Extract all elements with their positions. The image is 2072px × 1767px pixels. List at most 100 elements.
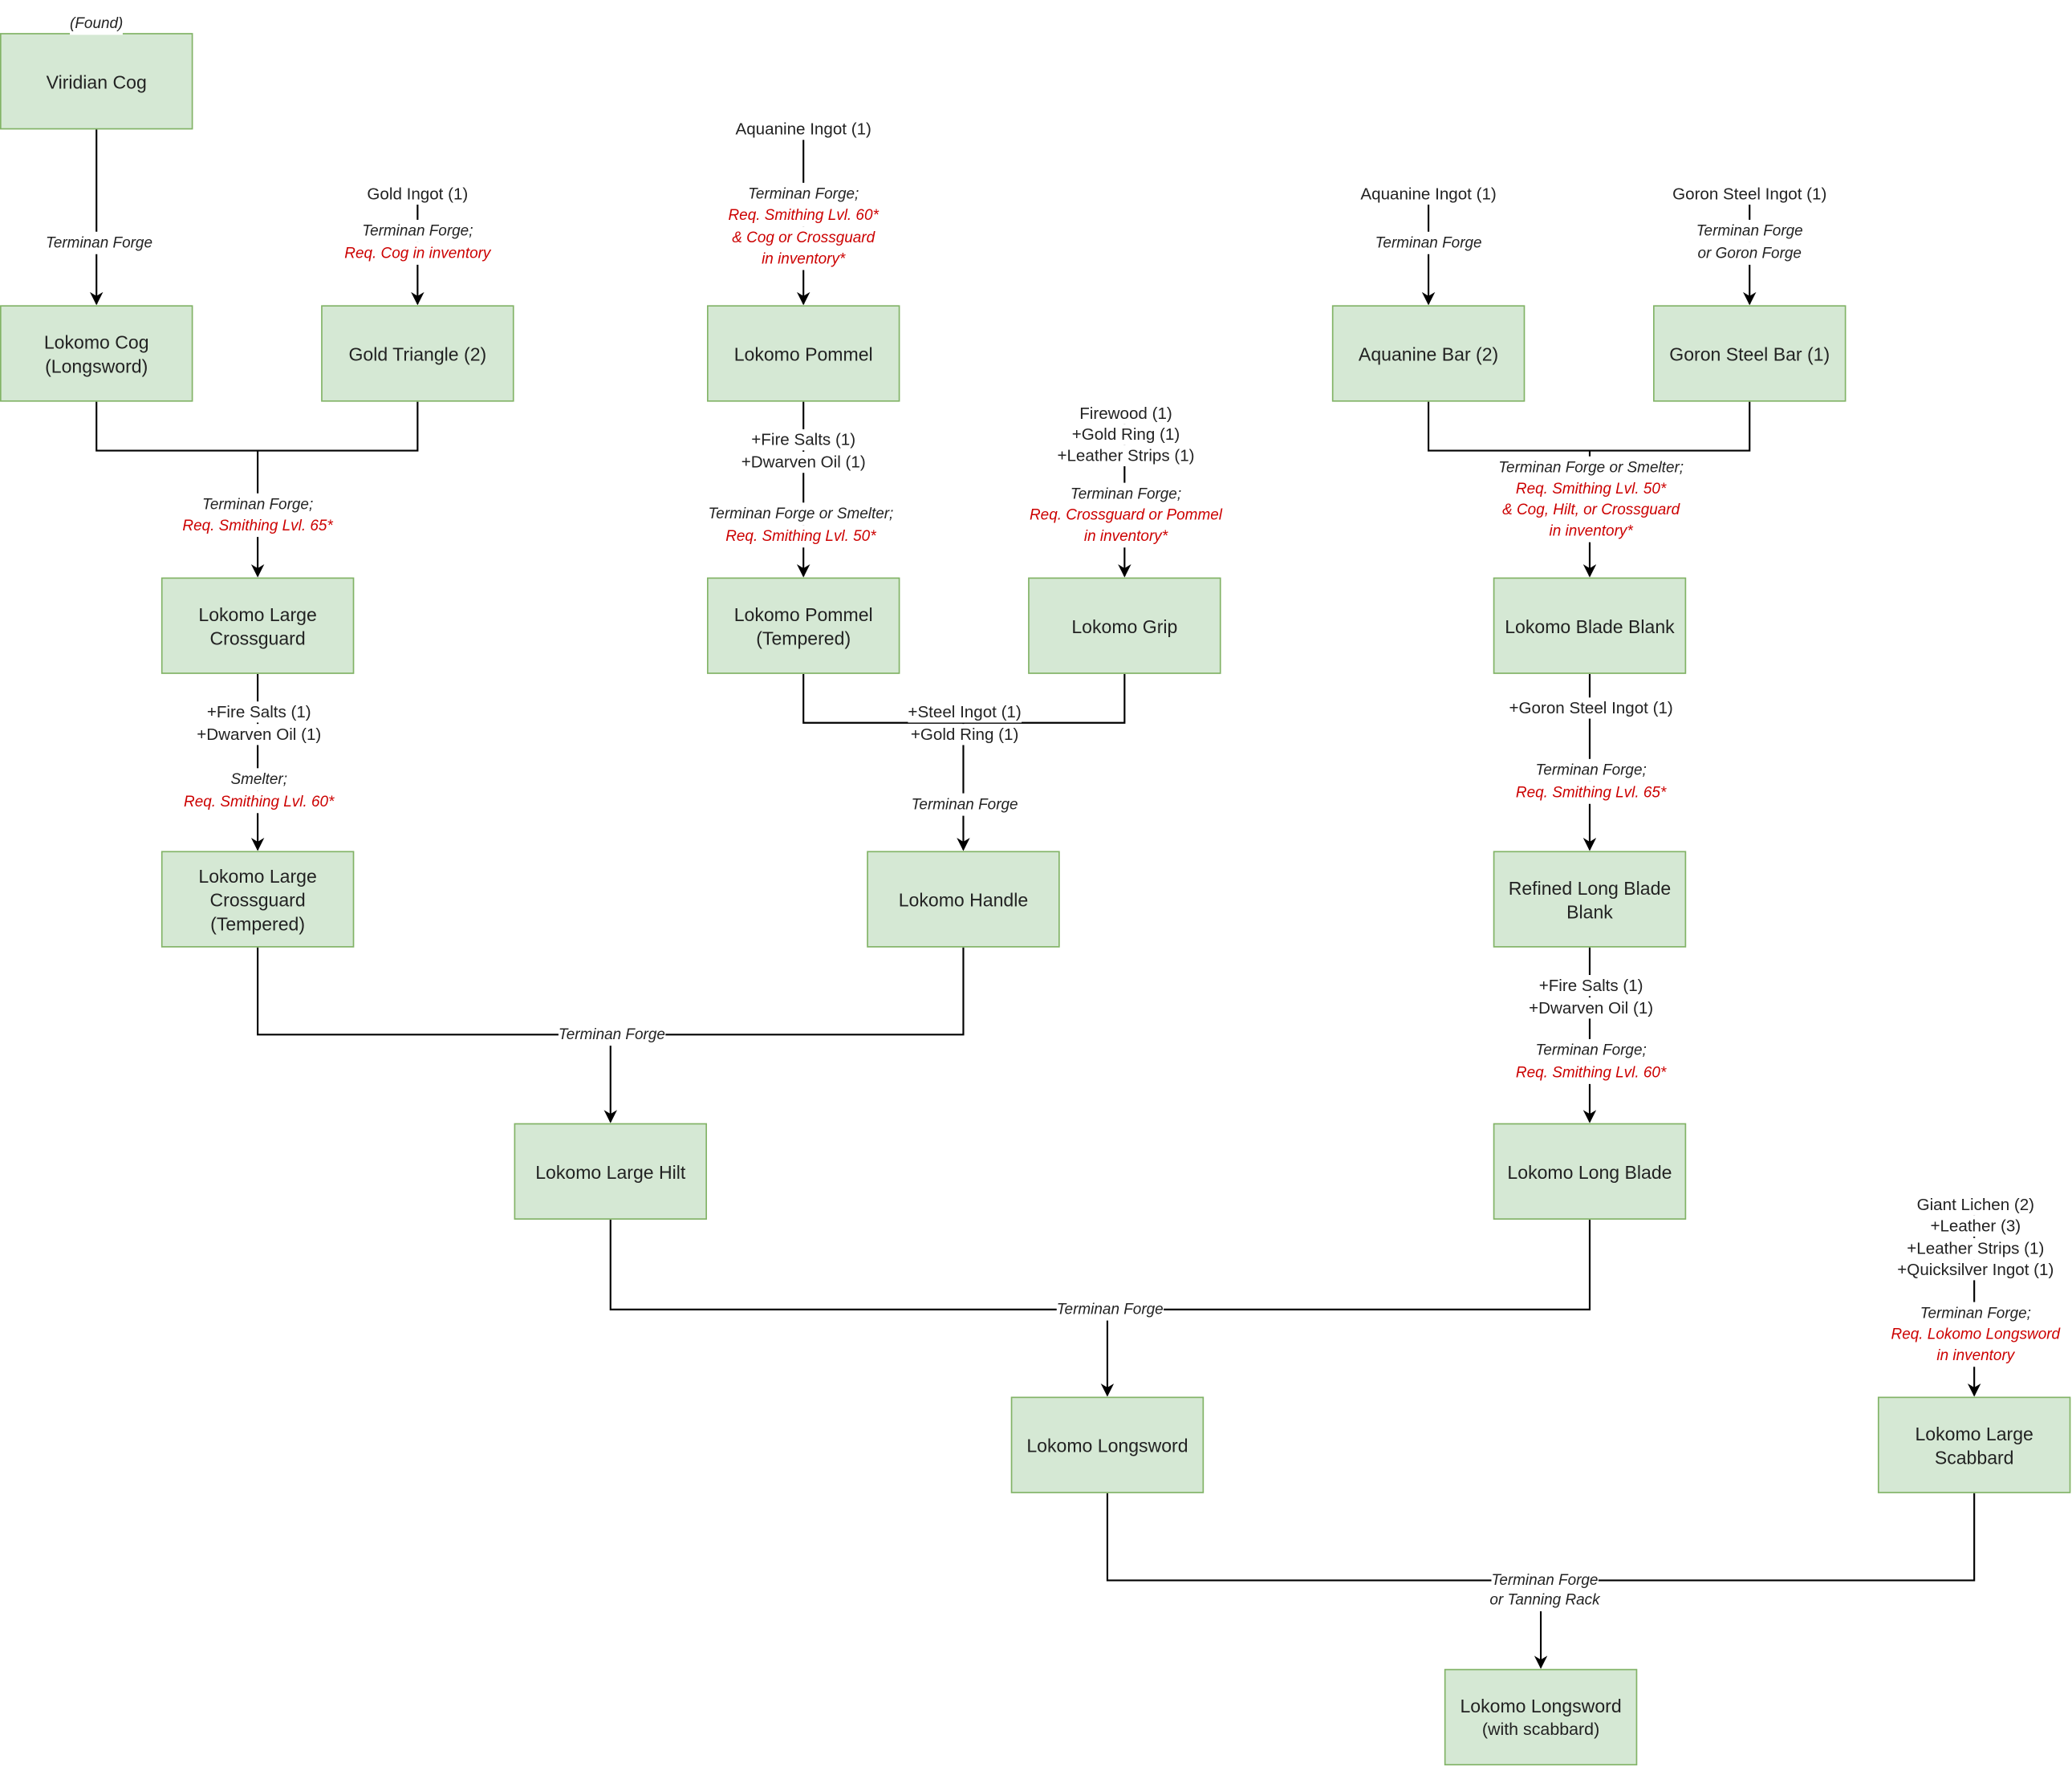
node-pommel[interactable]: Lokomo Pommel <box>706 305 900 402</box>
requirement-text: in inventory* <box>1549 519 1633 543</box>
ingredient-text: +Dwarven Oil (1) <box>197 724 322 745</box>
node-label-line: Viridian Cog <box>46 71 147 92</box>
node-label-line: Crossguard <box>209 627 306 648</box>
edge-label-found: (Found) <box>70 16 124 33</box>
ingredient-text: Gold Ingot (1) <box>367 183 469 205</box>
ingredient-text: +Quicksilver Ingot (1) <box>1897 1259 2054 1281</box>
edge-label-crossguard-recipe: Terminan Forge; <box>201 497 314 514</box>
node-longsword[interactable]: Lokomo Longsword <box>1010 1396 1205 1493</box>
ingredient-text: +Dwarven Oil (1) <box>1529 997 1654 1019</box>
node-label-line: Blank <box>1566 900 1613 922</box>
requirement-text: Req. Lokomo Longsword <box>1891 1322 2061 1347</box>
edge-label-blade-blank-recipe: Req. Smithing Lvl. 50* <box>1515 481 1667 498</box>
node-blade-blank[interactable]: Lokomo Blade Blank <box>1493 577 1687 674</box>
edge-label-gold-triangle-recipe: Terminan Forge; <box>362 223 473 240</box>
node-label-line: Lokomo Pommel <box>733 603 873 625</box>
edge-label-long-blade-recipe: Req. Smithing Lvl. 60* <box>1515 1065 1667 1082</box>
station-text: Terminan Forge; <box>362 219 473 243</box>
station-text: Smelter; <box>230 768 288 791</box>
node-goron-steel-bar[interactable]: Goron Steel Bar (1) <box>1653 305 1847 402</box>
ingredient-text: +Leather Strips (1) <box>1907 1237 2045 1260</box>
ingredient-text: Firewood (1) <box>1079 402 1172 424</box>
node-label-line: (Longsword) <box>45 355 148 376</box>
edge-label-gold-triangle-recipe: Gold Ingot (1) <box>367 185 469 204</box>
node-label-line: Refined Long Blade <box>1508 876 1672 898</box>
edge-label-scabbard-recipe: +Leather (3) <box>1930 1217 2021 1236</box>
node-lokomo-cog[interactable]: Lokomo Cog(Longsword) <box>0 305 193 402</box>
edge-label-grip-recipe: +Leather Strips (1) <box>1057 446 1195 465</box>
station-text: or Tanning Rack <box>1489 1588 1600 1612</box>
node-label-line: Lokomo Grip <box>1071 615 1178 636</box>
station-text: Terminan Forge; <box>748 182 859 206</box>
edge-label-pommel-recipe: & Cog or Crossguard <box>732 230 876 246</box>
node-longsword-with-scabbard[interactable]: Lokomo Longsword(with scabbard) <box>1444 1668 1638 1765</box>
node-label-line: Lokomo Large <box>1915 1422 2033 1444</box>
edge-label-gold-triangle-recipe: Req. Cog in inventory <box>344 246 491 262</box>
requirement-text: Req. Smithing Lvl. 60* <box>1515 1061 1667 1085</box>
node-label-line: Crossguard <box>209 888 306 910</box>
station-text: Terminan Forge <box>1056 1298 1164 1322</box>
edge-label-grip-recipe: in inventory* <box>1083 529 1168 546</box>
station-text: (Found) <box>70 12 124 35</box>
edge-label-long-blade-recipe: +Dwarven Oil (1) <box>1529 998 1654 1018</box>
edge-label-pommel-temper-recipe: +Dwarven Oil (1) <box>741 453 866 472</box>
edge-label-refined-blank-recipe: Terminan Forge; <box>1535 762 1647 779</box>
edge <box>1428 401 1751 452</box>
edge-label-scabbard-recipe: Giant Lichen (2) <box>1916 1196 2035 1215</box>
edge-label-crossguard-temper-recipe: +Fire Salts (1) <box>206 702 311 721</box>
station-text: Terminan Forge or Smelter; <box>708 502 894 526</box>
edge-label-crossguard-temper-recipe: Smelter; <box>230 772 288 789</box>
node-gold-triangle[interactable]: Gold Triangle (2) <box>321 305 514 402</box>
station-text: or Goron Forge <box>1697 242 1802 266</box>
edge-label-goron-bar-recipe: Goron Steel Ingot (1) <box>1672 185 1827 204</box>
edge-label-scabbard-recipe: +Leather Strips (1) <box>1907 1239 2045 1258</box>
edge-label-scabbard-recipe: +Quicksilver Ingot (1) <box>1897 1260 2054 1279</box>
node-handle[interactable]: Lokomo Handle <box>867 851 1060 948</box>
node-viridian-cog[interactable]: Viridian Cog <box>0 33 193 130</box>
ingredient-text: Aquanine Ingot (1) <box>1360 183 1497 205</box>
edge-label-handle-recipe: Terminan Forge <box>911 797 1018 814</box>
edge-label-cog-recipe: Terminan Forge <box>46 235 153 252</box>
node-aquanine-bar[interactable]: Aquanine Bar (2) <box>1331 305 1526 402</box>
requirement-text: in inventory* <box>762 247 846 270</box>
node-long-blade[interactable]: Lokomo Long Blade <box>1493 1123 1687 1220</box>
node-label-line: Gold Triangle (2) <box>348 343 487 364</box>
edge-label-grip-recipe: Terminan Forge; <box>1070 486 1182 503</box>
edge-label-pommel-recipe: in inventory* <box>762 251 846 268</box>
node-label-line: Scabbard <box>1934 1446 2014 1468</box>
ingredient-text: +Fire Salts (1) <box>206 701 311 723</box>
node-label-line: Lokomo Large Hilt <box>535 1160 686 1182</box>
station-text: Terminan Forge <box>1375 231 1482 255</box>
edge-label-aquanine-bar-recipe: Aquanine Ingot (1) <box>1360 185 1497 204</box>
node-label-line: Lokomo Pommel <box>733 343 873 364</box>
edge-label-refined-blank-recipe: +Goron Steel Ingot (1) <box>1509 698 1673 717</box>
ingredient-text: Aquanine Ingot (1) <box>735 118 871 140</box>
node-pommel-tempered[interactable]: Lokomo Pommel(Tempered) <box>706 577 900 674</box>
edge-label-grip-recipe: Req. Crossguard or Pommel <box>1029 507 1222 524</box>
edge-label-scabbard-recipe: in inventory <box>1936 1348 2015 1364</box>
ingredient-text: +Fire Salts (1) <box>751 429 856 451</box>
station-text: Terminan Forge or Smelter; <box>1498 456 1684 480</box>
station-text: Terminan Forge; <box>201 493 314 517</box>
node-large-hilt[interactable]: Lokomo Large Hilt <box>514 1123 707 1220</box>
station-text: Terminan Forge; <box>1920 1302 2031 1326</box>
ingredient-text: +Dwarven Oil (1) <box>741 451 866 473</box>
station-text: Terminan Forge <box>1696 219 1803 243</box>
requirement-text: & Cog, Hilt, or Crossguard <box>1502 498 1680 522</box>
edge-label-handle-recipe: +Gold Ring (1) <box>910 725 1019 744</box>
requirement-text: Req. Smithing Lvl. 60* <box>184 790 335 814</box>
node-grip[interactable]: Lokomo Grip <box>1028 577 1221 674</box>
edge-label-goron-bar-recipe: Terminan Forge <box>1696 223 1803 240</box>
requirement-text: Req. Crossguard or Pommel <box>1029 503 1222 527</box>
requirement-text: in inventory <box>1936 1344 2015 1367</box>
edge-label-pommel-recipe: Terminan Forge; <box>748 186 859 203</box>
edge <box>257 947 965 1036</box>
ingredient-text: +Gold Ring (1) <box>1071 424 1180 446</box>
ingredient-text: +Steel Ingot (1) <box>908 701 1022 723</box>
node-label-line: (Tempered) <box>210 912 306 934</box>
edge-label-goron-bar-recipe: or Goron Forge <box>1697 246 1802 262</box>
